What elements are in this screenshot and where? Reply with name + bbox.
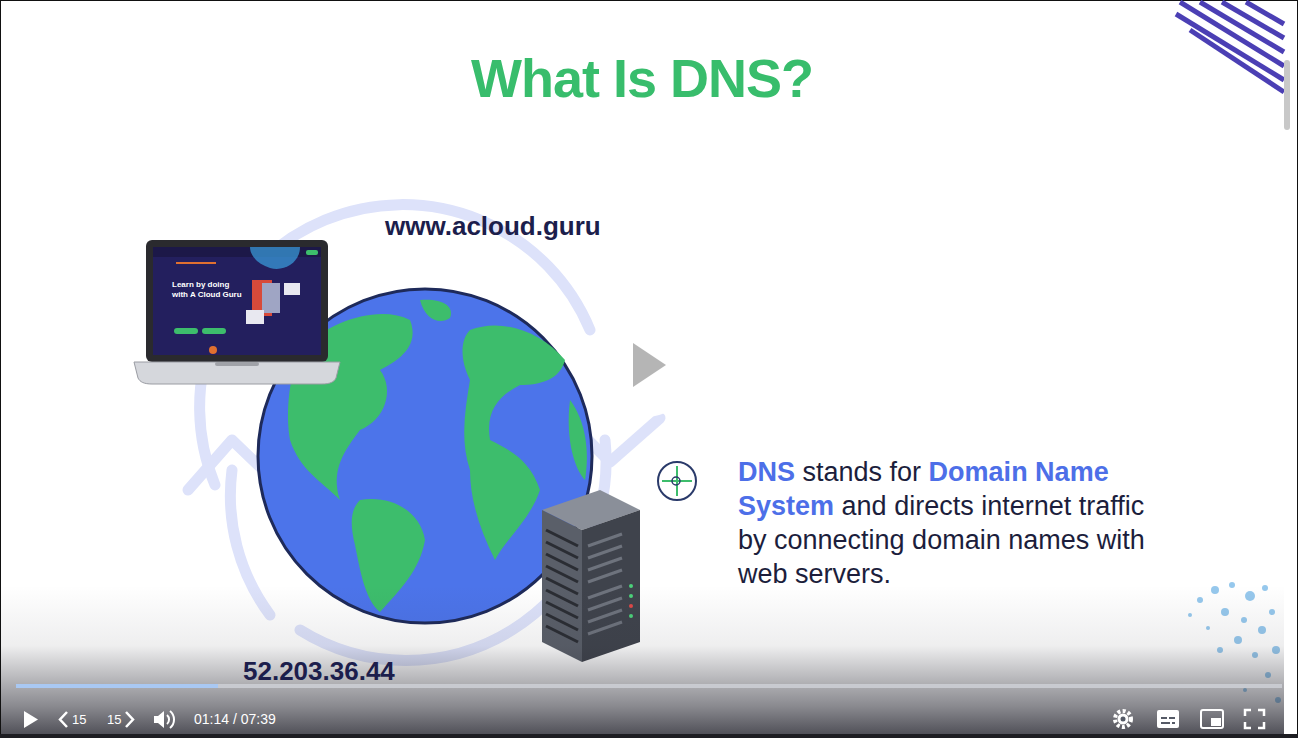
- play-icon: [24, 711, 38, 728]
- domain-name: www.acloud.guru: [385, 210, 705, 242]
- fullscreen-icon: [1245, 710, 1264, 728]
- pip-icon: [1201, 710, 1223, 728]
- definition-text: DNS stands for Domain Name System and di…: [738, 455, 1163, 591]
- slide-title: What Is DNS?: [0, 46, 1284, 110]
- para-term: DNS: [738, 457, 795, 487]
- laptop-screen-text: Learn by doing with A Cloud Guru: [172, 280, 244, 300]
- settings-icon: [1115, 711, 1131, 727]
- bottom-frame: [0, 734, 1298, 738]
- laptop: [134, 240, 340, 384]
- para-text: stands for: [803, 457, 922, 487]
- big-play-button: [593, 313, 697, 417]
- rewind-chevron: [60, 712, 67, 727]
- volume-icon: [154, 711, 174, 728]
- forward-seconds: 15: [107, 711, 131, 728]
- progress-played: [16, 684, 218, 688]
- corner-stripes: [1176, 2, 1284, 92]
- progress-track: [16, 684, 1282, 688]
- ip-address: 52.203.36.44: [243, 655, 503, 687]
- scrollbar-thumb: [1284, 60, 1290, 130]
- controls-gradient: [1, 585, 1284, 737]
- forward-chevron: [126, 712, 133, 727]
- pointer-icon: [658, 462, 696, 500]
- time-display: 01:14 / 07:39: [194, 710, 314, 728]
- rewind-seconds: 15: [72, 711, 96, 728]
- captions-icon: [1157, 710, 1179, 728]
